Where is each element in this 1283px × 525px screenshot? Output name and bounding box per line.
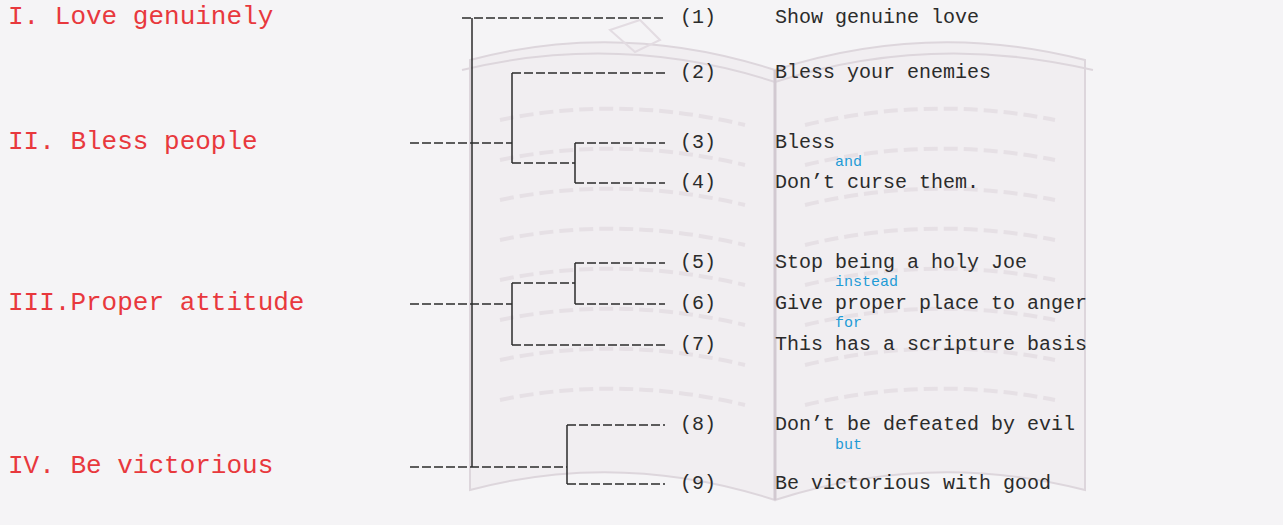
callout-number: (8)	[680, 413, 716, 437]
section-heading: II. Bless people	[8, 127, 258, 158]
outline-brackets	[410, 18, 665, 484]
point-text: Be victorious with good	[775, 472, 1051, 496]
section-heading: IV. Be victorious	[8, 451, 273, 482]
connective-word: and	[835, 154, 862, 172]
callout-number: (3)	[680, 131, 716, 155]
callout-number: (2)	[680, 61, 716, 85]
point-text: This has a scripture basis	[775, 333, 1087, 357]
callout-number: (9)	[680, 472, 716, 496]
point-text: Bless your enemies	[775, 61, 991, 85]
callout-number: (5)	[680, 251, 716, 275]
book-watermark	[462, 20, 1093, 500]
connective-word: instead	[835, 274, 898, 292]
point-text: Stop being a holy Joe	[775, 251, 1027, 275]
connective-word: but	[835, 437, 862, 455]
point-text: Give proper place to anger	[775, 292, 1087, 316]
point-text: Show genuine love	[775, 6, 979, 30]
callout-number: (1)	[680, 6, 716, 30]
callout-number: (6)	[680, 292, 716, 316]
section-heading: III.Proper attitude	[8, 288, 304, 319]
section-heading: I. Love genuinely	[8, 2, 273, 33]
point-text: Bless	[775, 131, 835, 155]
point-text: Don’t be defeated by evil	[775, 413, 1075, 437]
callout-number: (4)	[680, 171, 716, 195]
connective-word: for	[835, 315, 862, 333]
callout-number: (7)	[680, 333, 716, 357]
point-text: Don’t curse them.	[775, 171, 979, 195]
